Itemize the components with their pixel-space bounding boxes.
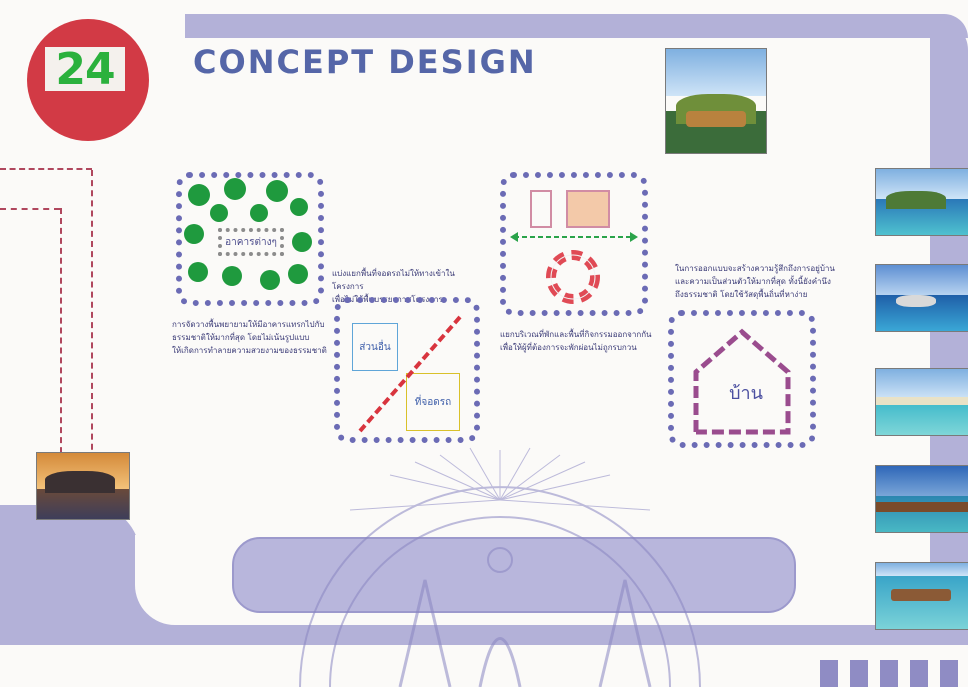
- dashed-guide-line: [0, 168, 92, 170]
- dashed-guide-line: [0, 208, 60, 210]
- house-icon: [693, 328, 791, 435]
- caption-line: และความเป็นส่วนตัวให้มากที่สุด ทั้งนี้ยั…: [675, 277, 831, 286]
- caption-line: เพื่อให้ผู้ที่ต้องการจะพักผ่อนไม่ถูกรบกว…: [500, 343, 637, 352]
- concept-home-caption: ในการออกแบบจะสร้างความรู้สึกถึงการอยู่บ้…: [675, 262, 845, 301]
- concept-home-frame: บ้าน: [668, 310, 816, 448]
- resort-photo-main: [665, 48, 767, 154]
- double-arrow-icon: [510, 232, 638, 242]
- other-area-label: ส่วนอื่น: [352, 323, 398, 371]
- concept-zones-caption: แยกบริเวณที่พักและพื้นที่กิจกรรมออกจากกั…: [500, 328, 660, 354]
- concept-trees-frame: อาคารต่างๆ: [176, 172, 324, 306]
- dashed-guide-line: [60, 208, 62, 473]
- right-band-cutout: [855, 38, 930, 156]
- house-label: บ้าน: [729, 383, 763, 404]
- resort-photo-1: [875, 168, 968, 236]
- building-label: อาคารต่างๆ: [218, 228, 284, 256]
- caption-line: แยกบริเวณที่พักและพื้นที่กิจกรรมออกจากกั…: [500, 330, 652, 339]
- resort-photo-3: [875, 368, 968, 436]
- dashed-guide-line: [91, 170, 93, 470]
- parking-label: ที่จอดรถ: [406, 373, 460, 431]
- resort-photo-2: [875, 264, 968, 332]
- caption-line: การจัดวางพื้นพยายามให้มีอาคารแทรกไปกับธร…: [172, 320, 325, 342]
- caption-line: ให้เกิดการทำลายความสวยงามของธรรมชาติ: [172, 346, 327, 355]
- university-emblem-watermark: [299, 447, 701, 687]
- top-band: [185, 14, 968, 38]
- concept-zones-frame: [500, 172, 648, 316]
- caption-line: ในการออกแบบจะสร้างความรู้สึกถึงการอยู่บ้…: [675, 264, 835, 273]
- zone-block-left: [530, 190, 552, 228]
- bottom-right-ticks: [820, 660, 968, 687]
- concept-parking-frame: ส่วนอื่น ที่จอดรถ: [334, 297, 480, 443]
- sunset-photo: [36, 452, 130, 520]
- page-number: 24: [45, 44, 125, 95]
- caption-line: แบ่งแยกพื้นที่จอดรถไม่ให้ทางเข้าในโครงกา…: [332, 269, 455, 291]
- zone-block-right: [566, 190, 610, 228]
- lifebuoy-icon: [546, 250, 600, 304]
- divider-line: [358, 315, 462, 433]
- bottom-left-band: [0, 505, 140, 645]
- resort-photo-4: [875, 465, 968, 533]
- concept-trees-caption: การจัดวางพื้นพยายามให้มีอาคารแทรกไปกับธร…: [172, 318, 342, 357]
- resort-photo-5: [875, 562, 968, 630]
- caption-line: ถึงธรรมชาติ โดยใช้วัสดุพื้นถิ่นที่หาง่าย: [675, 290, 808, 299]
- page-title: CONCEPT DESIGN: [193, 43, 537, 81]
- bottom-rounded-panel: [232, 537, 796, 613]
